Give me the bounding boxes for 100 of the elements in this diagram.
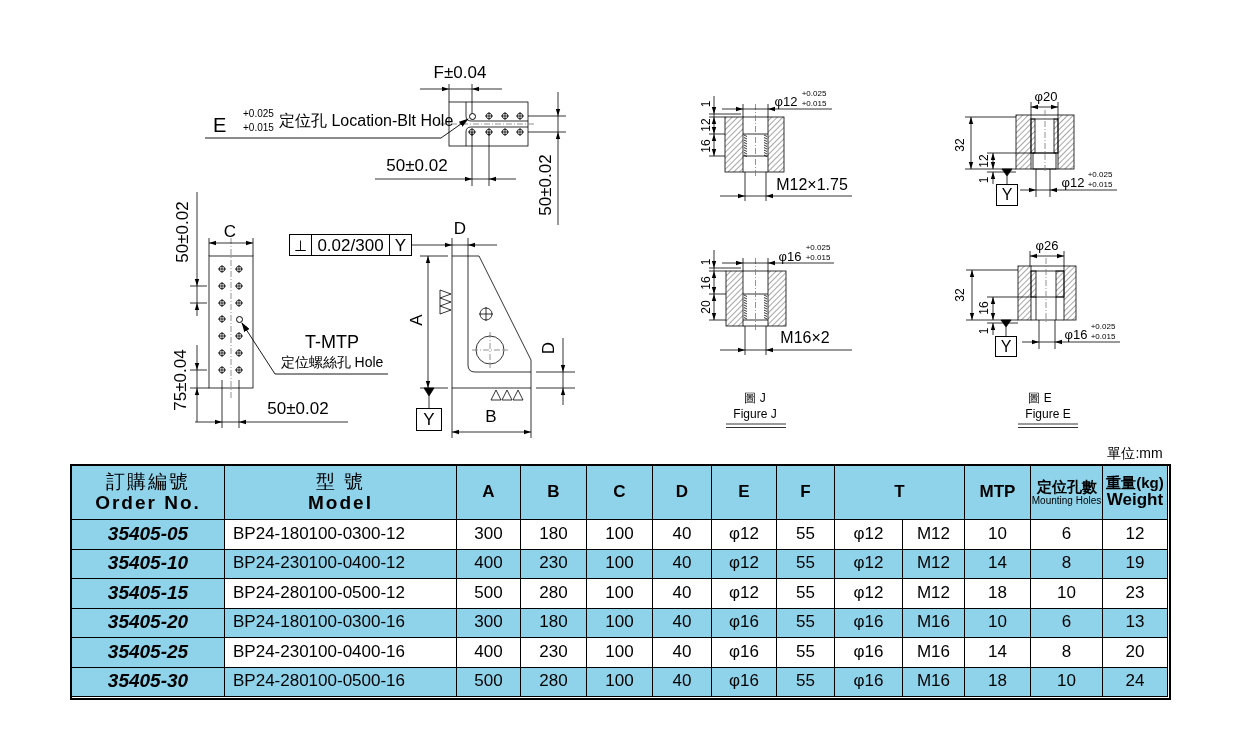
tolerance-frame-cell: Y (389, 234, 412, 256)
table-cell: 10 (1031, 579, 1103, 609)
dimension-label: C (223, 222, 237, 240)
table-cell: φ12 (835, 549, 903, 579)
dimension-label: 50±0.02 (267, 399, 329, 417)
table-cell: φ12 (835, 520, 903, 550)
tolerance-label: +0.015 (243, 123, 274, 133)
table-cell: M16 (903, 638, 965, 668)
dimension-label: 16 (700, 139, 712, 153)
header-label: Weight (1106, 491, 1164, 511)
callout-text: 定位螺絲孔 Hole (280, 355, 384, 369)
dimension-label: φ20 (1034, 89, 1058, 103)
tolerance-frame-cell: 0.02/300 (311, 234, 390, 256)
tolerance-label: +0.025 (805, 244, 831, 252)
table-cell: M16 (903, 667, 965, 697)
table-cell: 100 (587, 638, 653, 668)
table-cell: 500 (457, 579, 521, 609)
datum-box: Y (995, 336, 1017, 357)
table-cell: 300 (457, 608, 521, 638)
table-cell: 280 (521, 667, 587, 697)
table-cell: 40 (653, 638, 712, 668)
table-cell: M12 (903, 520, 965, 550)
dimension-label: 50±0.02 (536, 154, 554, 216)
table-cell: φ16 (712, 608, 777, 638)
table-cell: 100 (587, 520, 653, 550)
tolerance-label: +0.015 (801, 100, 827, 108)
table-cell: φ16 (712, 667, 777, 697)
tolerance-frame-cell: ⊥ (289, 234, 312, 256)
tolerance-label: +0.025 (1087, 171, 1113, 179)
table-cell: 300 (457, 520, 521, 550)
table-cell: φ12 (835, 579, 903, 609)
table-cell: 40 (653, 667, 712, 697)
table-cell: 10 (965, 520, 1031, 550)
table-cell: 13 (1103, 608, 1168, 638)
table-cell: 230 (521, 549, 587, 579)
table-cell: 20 (1103, 638, 1168, 668)
datum-box: Y (416, 408, 442, 431)
dimension-label: φ16 (778, 249, 802, 263)
table-cell: 35405-15 (72, 579, 225, 609)
dimension-label: 12 (978, 154, 990, 168)
table-cell: 100 (587, 667, 653, 697)
callout-label: T-MTP (305, 333, 359, 351)
header-cell: E (712, 466, 777, 520)
tolerance-label: +0.015 (1090, 333, 1116, 341)
header-label: 型 號 (315, 471, 366, 493)
table-cell: 40 (653, 579, 712, 609)
header-cell: F (777, 466, 835, 520)
callout-text: 定位孔 Location-Blt Hole (279, 113, 454, 129)
callout-label: E (213, 115, 227, 135)
dimension-label: 75±0.04 (171, 349, 189, 411)
table-cell: 400 (457, 549, 521, 579)
table-cell: 10 (1031, 667, 1103, 697)
table-cell: 14 (965, 549, 1031, 579)
dimension-label: B (485, 407, 497, 425)
dimension-label: 1 (978, 327, 990, 335)
dimension-label: M12×1.75 (776, 177, 848, 193)
table-cell: 500 (457, 667, 521, 697)
table-cell: 100 (587, 579, 653, 609)
table-cell: M16 (903, 608, 965, 638)
dimension-label: 1 (700, 258, 712, 266)
table-cell: 18 (965, 579, 1031, 609)
dimension-label: 50±0.02 (386, 156, 448, 174)
header-label: Mounting Holes (1031, 495, 1102, 507)
dimension-label: 1 (700, 100, 712, 108)
dimension-label: 12 (700, 118, 712, 132)
table-cell: φ16 (835, 608, 903, 638)
table-cell: 35405-20 (72, 608, 225, 638)
table-cell: 230 (521, 638, 587, 668)
table-cell: 55 (777, 608, 835, 638)
dimension-label: M16×2 (780, 330, 830, 346)
dimension-label: 32 (954, 138, 966, 152)
table-cell: φ12 (712, 549, 777, 579)
table-cell: 55 (777, 638, 835, 668)
header-cell: D (653, 466, 712, 520)
header-label: Order No. (95, 492, 201, 514)
tolerance-label: +0.025 (801, 90, 827, 98)
table-cell: 100 (587, 549, 653, 579)
dimension-label: 16 (978, 301, 990, 315)
table-cell: 40 (653, 549, 712, 579)
hole-marker (235, 315, 243, 323)
table-cell: 55 (777, 520, 835, 550)
table-cell: M12 (903, 579, 965, 609)
figure-caption: 圖 J (744, 392, 766, 404)
table-cell: 40 (653, 608, 712, 638)
header-label: 訂購編號 (106, 471, 190, 493)
table-cell: 8 (1031, 549, 1103, 579)
table-cell: 14 (965, 638, 1031, 668)
table-cell: 6 (1031, 520, 1103, 550)
header-cell: C (587, 466, 653, 520)
table-cell: 18 (965, 667, 1031, 697)
header-label: Model (308, 492, 373, 514)
table-cell: M12 (903, 549, 965, 579)
table-cell: 40 (653, 520, 712, 550)
datum-box: Y (996, 184, 1018, 206)
dimension-label: A (407, 314, 425, 326)
header-cell: A (457, 466, 521, 520)
table-cell: φ12 (712, 579, 777, 609)
dimension-label: 16 (700, 276, 712, 290)
table-cell: 35405-30 (72, 667, 225, 697)
tolerance-label: +0.015 (805, 254, 831, 262)
